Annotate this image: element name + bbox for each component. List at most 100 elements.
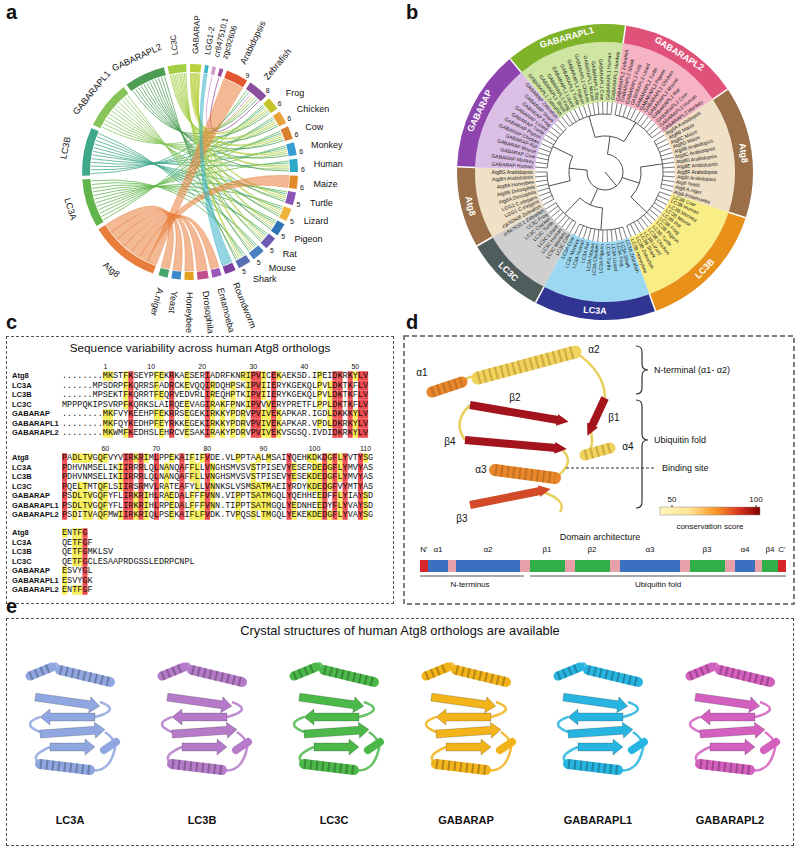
sequence-name: LC3C — [12, 558, 32, 566]
species-arc — [279, 206, 291, 221]
panel-frame — [404, 336, 794, 604]
species-arc — [223, 263, 236, 274]
species-label: Mouse — [269, 263, 296, 272]
tree-branch — [589, 116, 595, 137]
ortholog-label: GABARAPL2 — [111, 42, 163, 73]
gene-count: 5 — [242, 268, 246, 275]
ortholog-arc — [190, 64, 201, 73]
gene-count: 6 — [287, 115, 291, 122]
helix — [585, 448, 610, 455]
tree-branch — [541, 144, 552, 149]
ortholog-arc — [168, 64, 187, 74]
ortholog-arc — [82, 128, 99, 176]
ruler-number: 100 — [309, 445, 321, 452]
tree-branch — [602, 102, 603, 114]
tree-branch — [566, 220, 573, 230]
tree-branch — [541, 196, 552, 201]
tree-branch — [562, 218, 569, 227]
structure-cartoon — [558, 664, 644, 771]
species-arc — [261, 234, 275, 249]
ruler-number: 10 — [147, 363, 155, 370]
domain-segment — [420, 560, 428, 572]
structure-cartoon — [294, 664, 380, 771]
ortholog-label: LC3B — [60, 136, 73, 160]
tree-branch — [548, 206, 558, 213]
gene-count: 6 — [300, 183, 304, 190]
leaf-label: Atg8G Arabidopsis — [492, 170, 533, 175]
tree-branch — [539, 148, 550, 152]
tree-branch — [536, 180, 548, 182]
species-label: Monkey — [311, 141, 343, 150]
tree-branch — [583, 227, 587, 238]
tree-branch — [661, 153, 673, 156]
sequence-name: GABARAP — [12, 492, 50, 500]
ruler-number: 90 — [260, 445, 268, 452]
tree-branch — [622, 178, 639, 184]
helix-coil — [478, 352, 575, 378]
tree-branch — [535, 172, 547, 173]
protein-name: GABARAPL2 — [696, 815, 764, 826]
tree-branch — [662, 180, 674, 182]
structure-label: α1 — [416, 368, 427, 378]
domain-segment — [448, 560, 456, 572]
species-label: Human — [314, 160, 343, 169]
species-arc — [263, 98, 277, 113]
tree-branch — [641, 218, 648, 227]
sequence-name: LC3C — [12, 401, 32, 409]
tree-branch — [574, 224, 579, 235]
tree-branch — [558, 120, 566, 129]
sequence: ........MKFQYKEDHPFEYRKKEGEKIRKKYPDRVPVI… — [62, 419, 368, 428]
structure-label: β1 — [608, 413, 619, 423]
chord-line — [161, 77, 249, 251]
tree-branch — [593, 229, 595, 241]
structure-label: β3 — [702, 546, 711, 554]
tree-branch — [623, 227, 627, 238]
structure-cartoon — [162, 664, 248, 771]
tree-branch — [548, 131, 558, 138]
domain-segment — [735, 560, 755, 572]
sequence-name: Atg8 — [12, 529, 29, 537]
sequence-name: GABARAPL2 — [12, 429, 59, 437]
domain-segment — [725, 560, 735, 572]
sequence-name: LC3B — [12, 473, 32, 481]
sequence-name: LC3A — [12, 539, 32, 547]
tree-branch — [663, 176, 675, 178]
tree-branch — [549, 181, 570, 186]
tree-branch — [536, 162, 548, 164]
tree-branch — [627, 107, 631, 118]
structure-cartoon — [30, 664, 116, 771]
structure-label: C' — [778, 546, 785, 554]
sequence-name: GABARAPL2 — [12, 586, 59, 594]
gene-count: 9 — [245, 71, 249, 78]
domain-segment — [680, 560, 690, 572]
structure-label: β2 — [587, 546, 596, 554]
tree-branch — [623, 105, 627, 116]
domain-segment — [755, 560, 762, 572]
helix — [432, 382, 462, 392]
tree-branch — [624, 123, 636, 142]
ring-separator — [729, 212, 746, 218]
tree-branch — [553, 147, 573, 157]
domain-segment — [428, 560, 448, 572]
tree-branch — [654, 203, 664, 209]
helix-coil — [432, 382, 462, 392]
species-label: Maize — [313, 179, 337, 188]
panel-letter: e — [6, 596, 17, 616]
tree-branch — [588, 104, 591, 116]
gene-count: 6 — [278, 100, 282, 107]
tree-branch — [583, 105, 587, 116]
sequence-name: LC3B — [12, 391, 32, 399]
leaf-label: LC3A Turtle — [605, 244, 611, 270]
helix — [478, 352, 575, 378]
leaf-label: Atg8F Arabidopsis — [677, 170, 718, 175]
tree-branch — [654, 135, 664, 141]
ring-separator — [457, 166, 475, 168]
ring-separator — [536, 287, 544, 303]
tree-branch — [634, 222, 640, 232]
species-label: Shark — [253, 274, 277, 283]
ortholog-arc — [127, 67, 166, 91]
structure-label: α4 — [622, 442, 633, 452]
sequence: PSDITVAQFMWIIRKRIQLPSEKAIFLFVDK.TVPQSSLT… — [62, 511, 373, 520]
structure-cartoon — [690, 664, 776, 771]
structure-cartoon — [426, 664, 512, 771]
